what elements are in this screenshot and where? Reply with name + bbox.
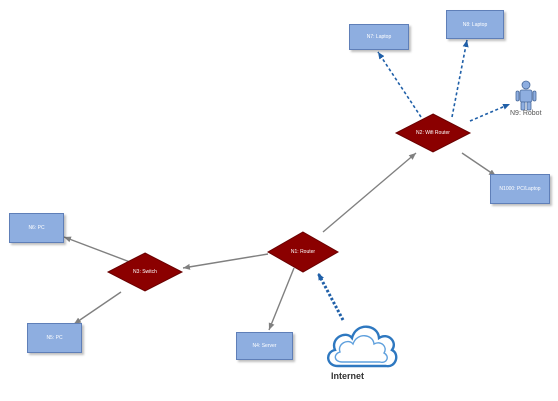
- switch-n3[interactable]: [106, 252, 184, 292]
- link-n1-n4: [268, 267, 295, 331]
- node-n6-label: N6: PC: [28, 225, 45, 231]
- switch-n3-label: N3: Switch: [133, 269, 157, 275]
- node-n5-label: N5: PC: [46, 335, 63, 341]
- robot-icon[interactable]: [515, 80, 537, 111]
- router-n1[interactable]: [266, 231, 340, 273]
- internet-label: Internet: [331, 371, 365, 381]
- node-n4-server[interactable]: N4: Server: [236, 332, 293, 360]
- wifi-link-n2-n8: [451, 39, 469, 118]
- link-n3-n6: [63, 236, 131, 263]
- internet-cloud-icon[interactable]: [327, 325, 398, 368]
- node-n7-laptop[interactable]: N7: Laptop: [349, 24, 409, 50]
- node-n1000-label: N1000: PC/Laptop: [499, 186, 541, 192]
- node-n6-pc[interactable]: N6: PC: [9, 213, 64, 243]
- link-n2-n1000: [461, 152, 497, 177]
- link-n1-n3: [182, 253, 269, 270]
- wifi-link-n2-n9: [469, 103, 511, 122]
- node-n7-label: N7: Laptop: [366, 34, 392, 40]
- node-n8-label: N8: Laptop: [462, 21, 488, 28]
- router-n1-label: N1: Router: [290, 249, 316, 255]
- node-n1000-pc-laptop[interactable]: N1000: PC/Laptop: [490, 174, 550, 204]
- router-n2[interactable]: [394, 113, 472, 153]
- node-n8-laptop[interactable]: N8: Laptop: [446, 10, 504, 39]
- link-n1-n2: [322, 152, 417, 233]
- robot-label: N9: Robot: [510, 110, 542, 117]
- internet-link: [316, 272, 345, 321]
- node-n5-pc[interactable]: N5: PC: [27, 323, 82, 353]
- link-n3-n5: [73, 291, 122, 325]
- router-n2-label: N2: Wifi Router: [416, 130, 450, 136]
- node-n4-label: N4: Server: [252, 343, 277, 349]
- wifi-link-n2-n7: [377, 51, 422, 118]
